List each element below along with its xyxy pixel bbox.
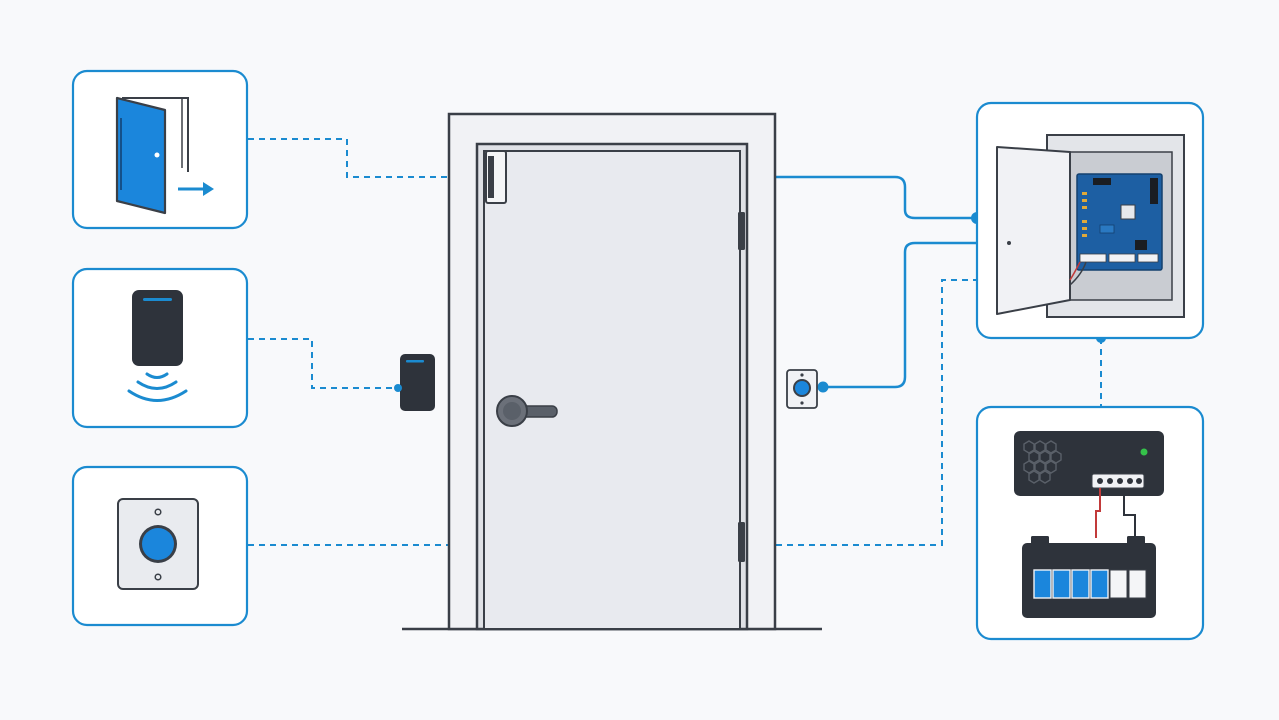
connector-reader-card-to-reader — [248, 338, 398, 389]
card-card-reader — [71, 267, 249, 429]
door-lever-handle-icon — [496, 395, 558, 427]
door-exit-icon — [115, 96, 214, 215]
rfid-card-reader-icon — [127, 290, 188, 402]
magnetic-lock-icon — [485, 150, 507, 204]
card-control-panel — [975, 101, 1205, 340]
hinge-bottom — [738, 522, 745, 562]
wall-card-reader — [394, 354, 435, 411]
wall-exit-button — [786, 369, 818, 409]
access-control-panel-icon — [996, 134, 1185, 318]
door-assembly — [394, 112, 822, 631]
door-leaf — [483, 150, 741, 630]
wire-lock-to-panel — [507, 175, 977, 220]
wire-exit-button-to-panel — [802, 241, 977, 389]
exit-button-connection-node — [817, 381, 829, 393]
connector-door-to-panel — [776, 279, 977, 546]
hinge-top — [738, 212, 745, 250]
connector-exit-door-to-lock — [248, 138, 448, 178]
card-power-supply — [975, 405, 1205, 641]
card-exit-door — [71, 69, 249, 230]
card-exit-button — [71, 465, 249, 627]
power-supply-with-battery-icon — [1014, 431, 1164, 618]
request-to-exit-button-icon — [117, 498, 199, 590]
